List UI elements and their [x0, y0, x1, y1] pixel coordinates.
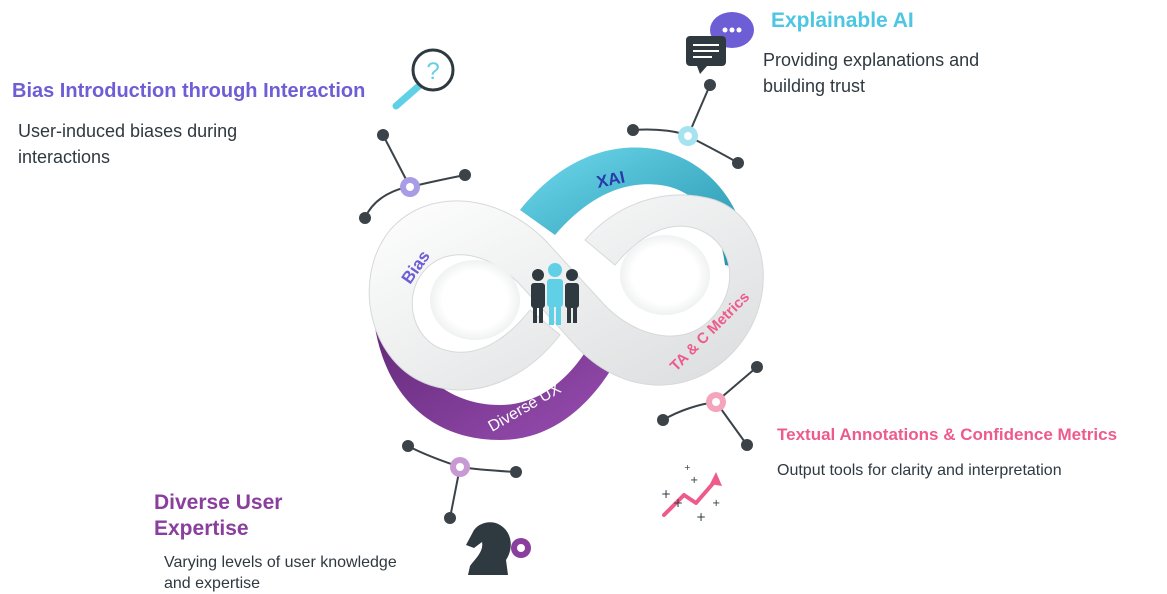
right-hole: [620, 235, 710, 315]
trend-arrow-icon: + + + + + +: [661, 463, 722, 524]
xai-description: Providing explanations and building trus…: [763, 50, 980, 96]
bias-description: User-induced biases during interactions: [18, 121, 238, 167]
svg-text:+: +: [712, 498, 720, 509]
tac-description: Output tools for clarity and interpretat…: [777, 462, 1062, 479]
bias-title: Bias Introduction through Interaction: [12, 80, 366, 102]
ux-band: [372, 290, 625, 440]
left-hole: [430, 260, 520, 340]
chat-bubbles-icon: [686, 12, 754, 74]
xai-band: [520, 147, 749, 270]
chess-knight-gear-icon: [466, 522, 531, 575]
magnifier-question-icon: ?: [392, 48, 455, 110]
ux-connector: [407, 445, 517, 519]
svg-text:+: +: [673, 496, 683, 510]
xai-title: Explainable AI: [771, 9, 914, 32]
svg-text:?: ?: [426, 58, 439, 85]
tac-title: Textual Annotations & Confidence Metrics: [777, 425, 1118, 444]
svg-text:+: +: [661, 487, 671, 501]
svg-text:+: +: [696, 510, 706, 524]
ux-description: Varying levels of user knowledge and exp…: [164, 554, 397, 592]
people-group-icon: [531, 263, 579, 325]
ux-title: Diverse User Expertise: [154, 491, 283, 540]
svg-text:+: +: [684, 463, 691, 472]
svg-text:+: +: [690, 475, 698, 486]
